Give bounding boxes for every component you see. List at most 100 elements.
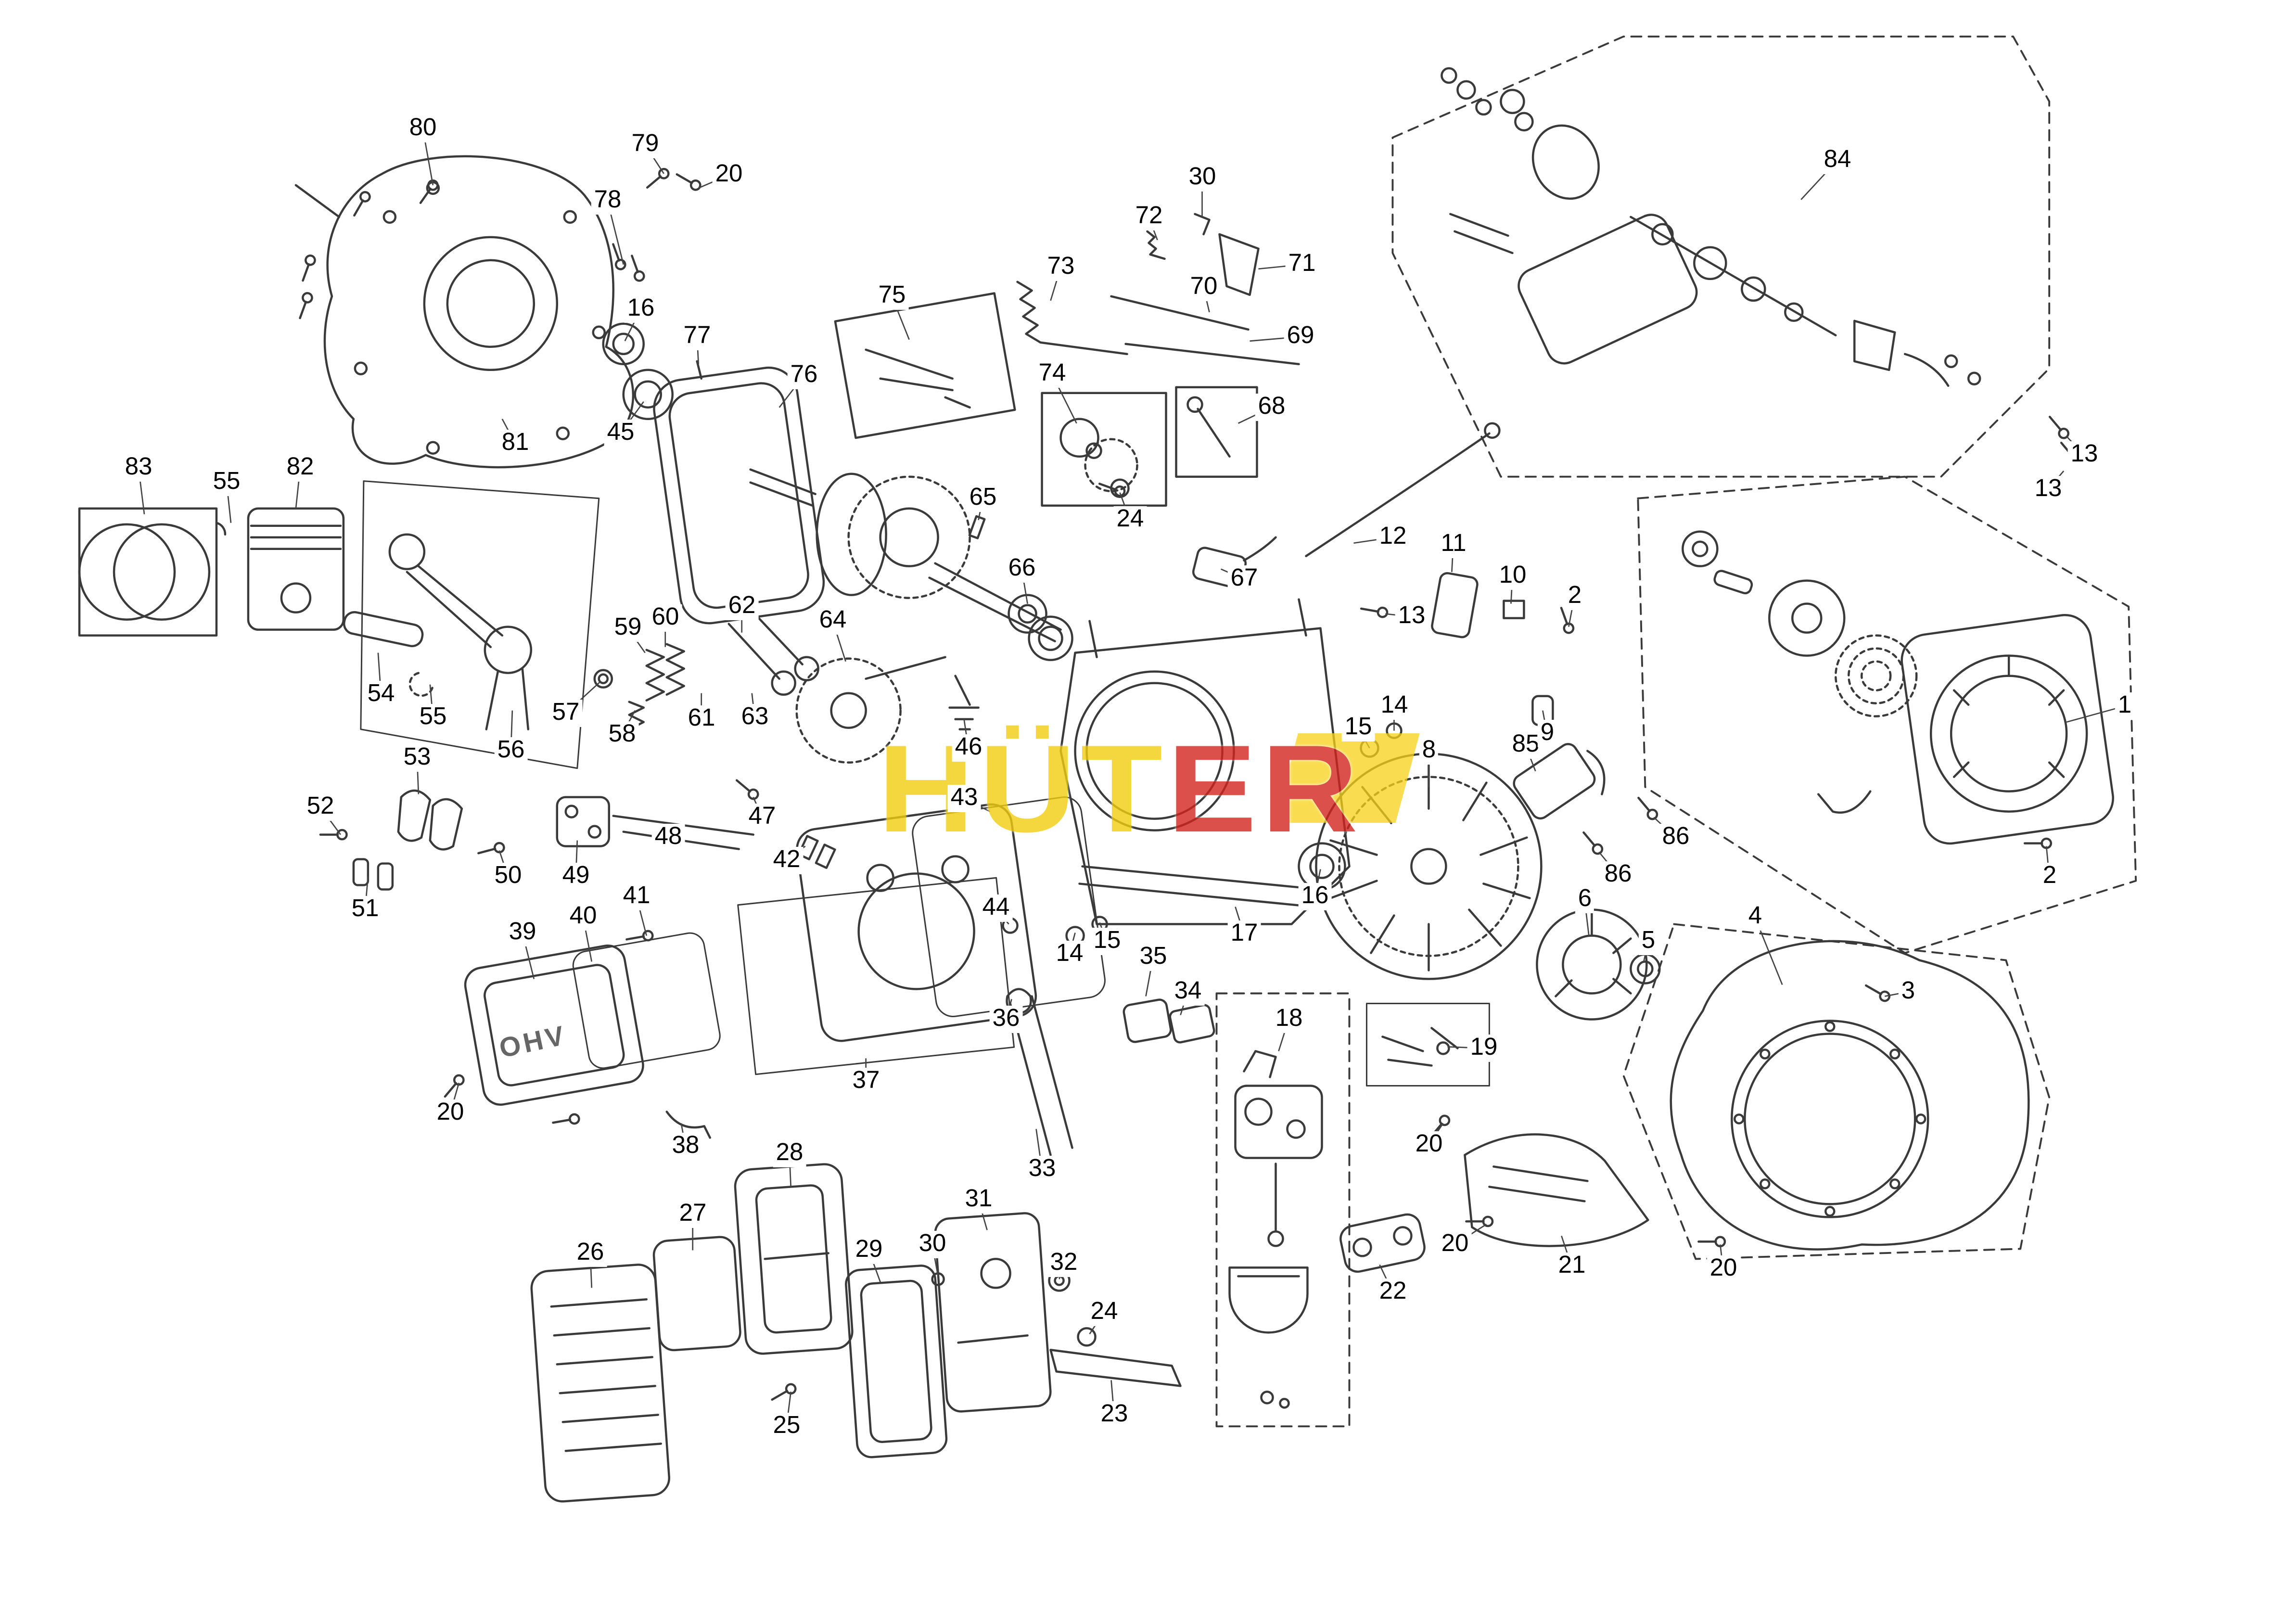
part-label-40: 40 — [566, 902, 600, 931]
part-label-75: 75 — [875, 281, 909, 310]
part-label-44: 44 — [979, 894, 1013, 922]
part-label-16: 16 — [1298, 882, 1332, 910]
part-label-53: 53 — [400, 743, 434, 772]
part-label-13: 13 — [1395, 602, 1429, 630]
bearings-and-seals-sketch — [602, 322, 702, 420]
part-label-13: 13 — [2067, 440, 2101, 469]
part-label-30: 30 — [916, 1230, 949, 1258]
part-label-20: 20 — [712, 160, 746, 189]
part-label-23: 23 — [1097, 1400, 1131, 1429]
part-label-4: 4 — [1745, 902, 1765, 931]
watermark-text-right: ER — [1167, 720, 1363, 859]
part-label-14: 14 — [1378, 691, 1411, 720]
part-label-71: 71 — [1285, 250, 1319, 278]
part-label-55: 55 — [416, 703, 450, 731]
part-label-42: 42 — [770, 846, 804, 874]
part-label-84: 84 — [1821, 146, 1854, 174]
part-label-85: 85 — [1509, 730, 1543, 759]
part-label-31: 31 — [962, 1185, 995, 1214]
part-label-18: 18 — [1272, 1005, 1306, 1033]
part-label-78: 78 — [591, 186, 625, 215]
part-label-15: 15 — [1090, 927, 1124, 955]
part-label-79: 79 — [628, 130, 662, 158]
carburetor-sketch — [1077, 998, 1323, 1409]
part-label-32: 32 — [1047, 1249, 1081, 1277]
part-label-20: 20 — [1412, 1130, 1446, 1159]
part-label-86: 86 — [1601, 860, 1635, 889]
part-label-22: 22 — [1376, 1278, 1410, 1306]
part-label-38: 38 — [669, 1132, 702, 1160]
part-label-30: 30 — [1186, 163, 1219, 192]
part-label-9: 9 — [1537, 719, 1557, 747]
part-label-15: 15 — [1341, 713, 1375, 741]
part-label-61: 61 — [685, 704, 718, 733]
part-label-24: 24 — [1113, 505, 1147, 534]
recoil-starter-sketch — [1682, 530, 2114, 845]
part-label-39: 39 — [506, 918, 539, 946]
dashed-enclosures — [1215, 35, 2137, 1428]
part-label-86: 86 — [1659, 823, 1693, 851]
leader-line — [2066, 705, 2125, 723]
part-label-41: 41 — [620, 882, 653, 910]
part-label-64: 64 — [816, 606, 850, 635]
part-label-74: 74 — [1035, 359, 1069, 388]
part-label-76: 76 — [787, 361, 821, 389]
air-filter-sketch — [530, 1163, 1071, 1503]
part-label-66: 66 — [1005, 554, 1039, 583]
part-label-72: 72 — [1132, 202, 1166, 230]
part-label-25: 25 — [770, 1412, 804, 1440]
part-label-46: 46 — [952, 733, 985, 762]
part-label-34: 34 — [1171, 977, 1205, 1006]
piston-rings-box-sketch — [78, 507, 227, 637]
part-label-43: 43 — [947, 784, 981, 812]
part-label-59: 59 — [611, 613, 645, 642]
part-label-70: 70 — [1187, 273, 1221, 301]
part-label-51: 51 — [348, 895, 382, 923]
part-label-81: 81 — [498, 429, 532, 457]
camshaft-sketch — [795, 515, 1047, 764]
part-label-24: 24 — [1087, 1298, 1121, 1326]
starter-motor-sketch — [1441, 67, 1981, 387]
blower-housing-sketch — [1670, 940, 2030, 1251]
governor-lever-box-sketch — [834, 292, 1016, 439]
crankshaft-sketch — [749, 468, 1073, 661]
part-label-67: 67 — [1227, 564, 1261, 593]
part-label-49: 49 — [559, 862, 593, 890]
part-label-65: 65 — [966, 484, 1000, 512]
throttle-linkage-sketch — [1016, 213, 1300, 366]
valve-train-sketch — [352, 611, 1073, 1156]
part-label-6: 6 — [1575, 885, 1595, 913]
part-label-45: 45 — [604, 419, 638, 447]
part-label-8: 8 — [1419, 736, 1439, 765]
crankcase-cover-sketch — [294, 155, 635, 469]
cylinder-block-sketch — [1059, 598, 1403, 925]
muffler-guard-sketch — [1049, 1133, 1649, 1387]
part-label-20: 20 — [434, 1099, 467, 1127]
part-label-11: 11 — [1438, 530, 1469, 558]
part-label-29: 29 — [852, 1236, 886, 1264]
part-label-68: 68 — [1255, 393, 1288, 421]
part-label-3: 3 — [1898, 977, 1918, 1006]
part-label-19: 19 — [1467, 1034, 1501, 1062]
part-label-17: 17 — [1227, 920, 1261, 948]
part-label-37: 37 — [849, 1067, 883, 1095]
part-label-36: 36 — [989, 1005, 1023, 1033]
part-label-62: 62 — [725, 592, 759, 620]
part-label-10: 10 — [1496, 562, 1530, 590]
part-label-13: 13 — [2031, 475, 2065, 503]
watermark-text-left: HÜT — [878, 720, 1167, 859]
part-label-12: 12 — [1376, 523, 1410, 551]
huter-watermark: HÜTER — [878, 719, 1420, 862]
part-label-1: 1 — [2115, 691, 2135, 720]
part-label-5: 5 — [1638, 927, 1658, 955]
part-label-28: 28 — [773, 1139, 806, 1167]
valve-cover-sketch — [464, 932, 721, 1139]
part-label-52: 52 — [304, 792, 337, 821]
part-label-27: 27 — [676, 1200, 710, 1228]
part-label-83: 83 — [122, 453, 155, 482]
part-label-33: 33 — [1025, 1155, 1059, 1183]
part-label-47: 47 — [745, 803, 779, 831]
